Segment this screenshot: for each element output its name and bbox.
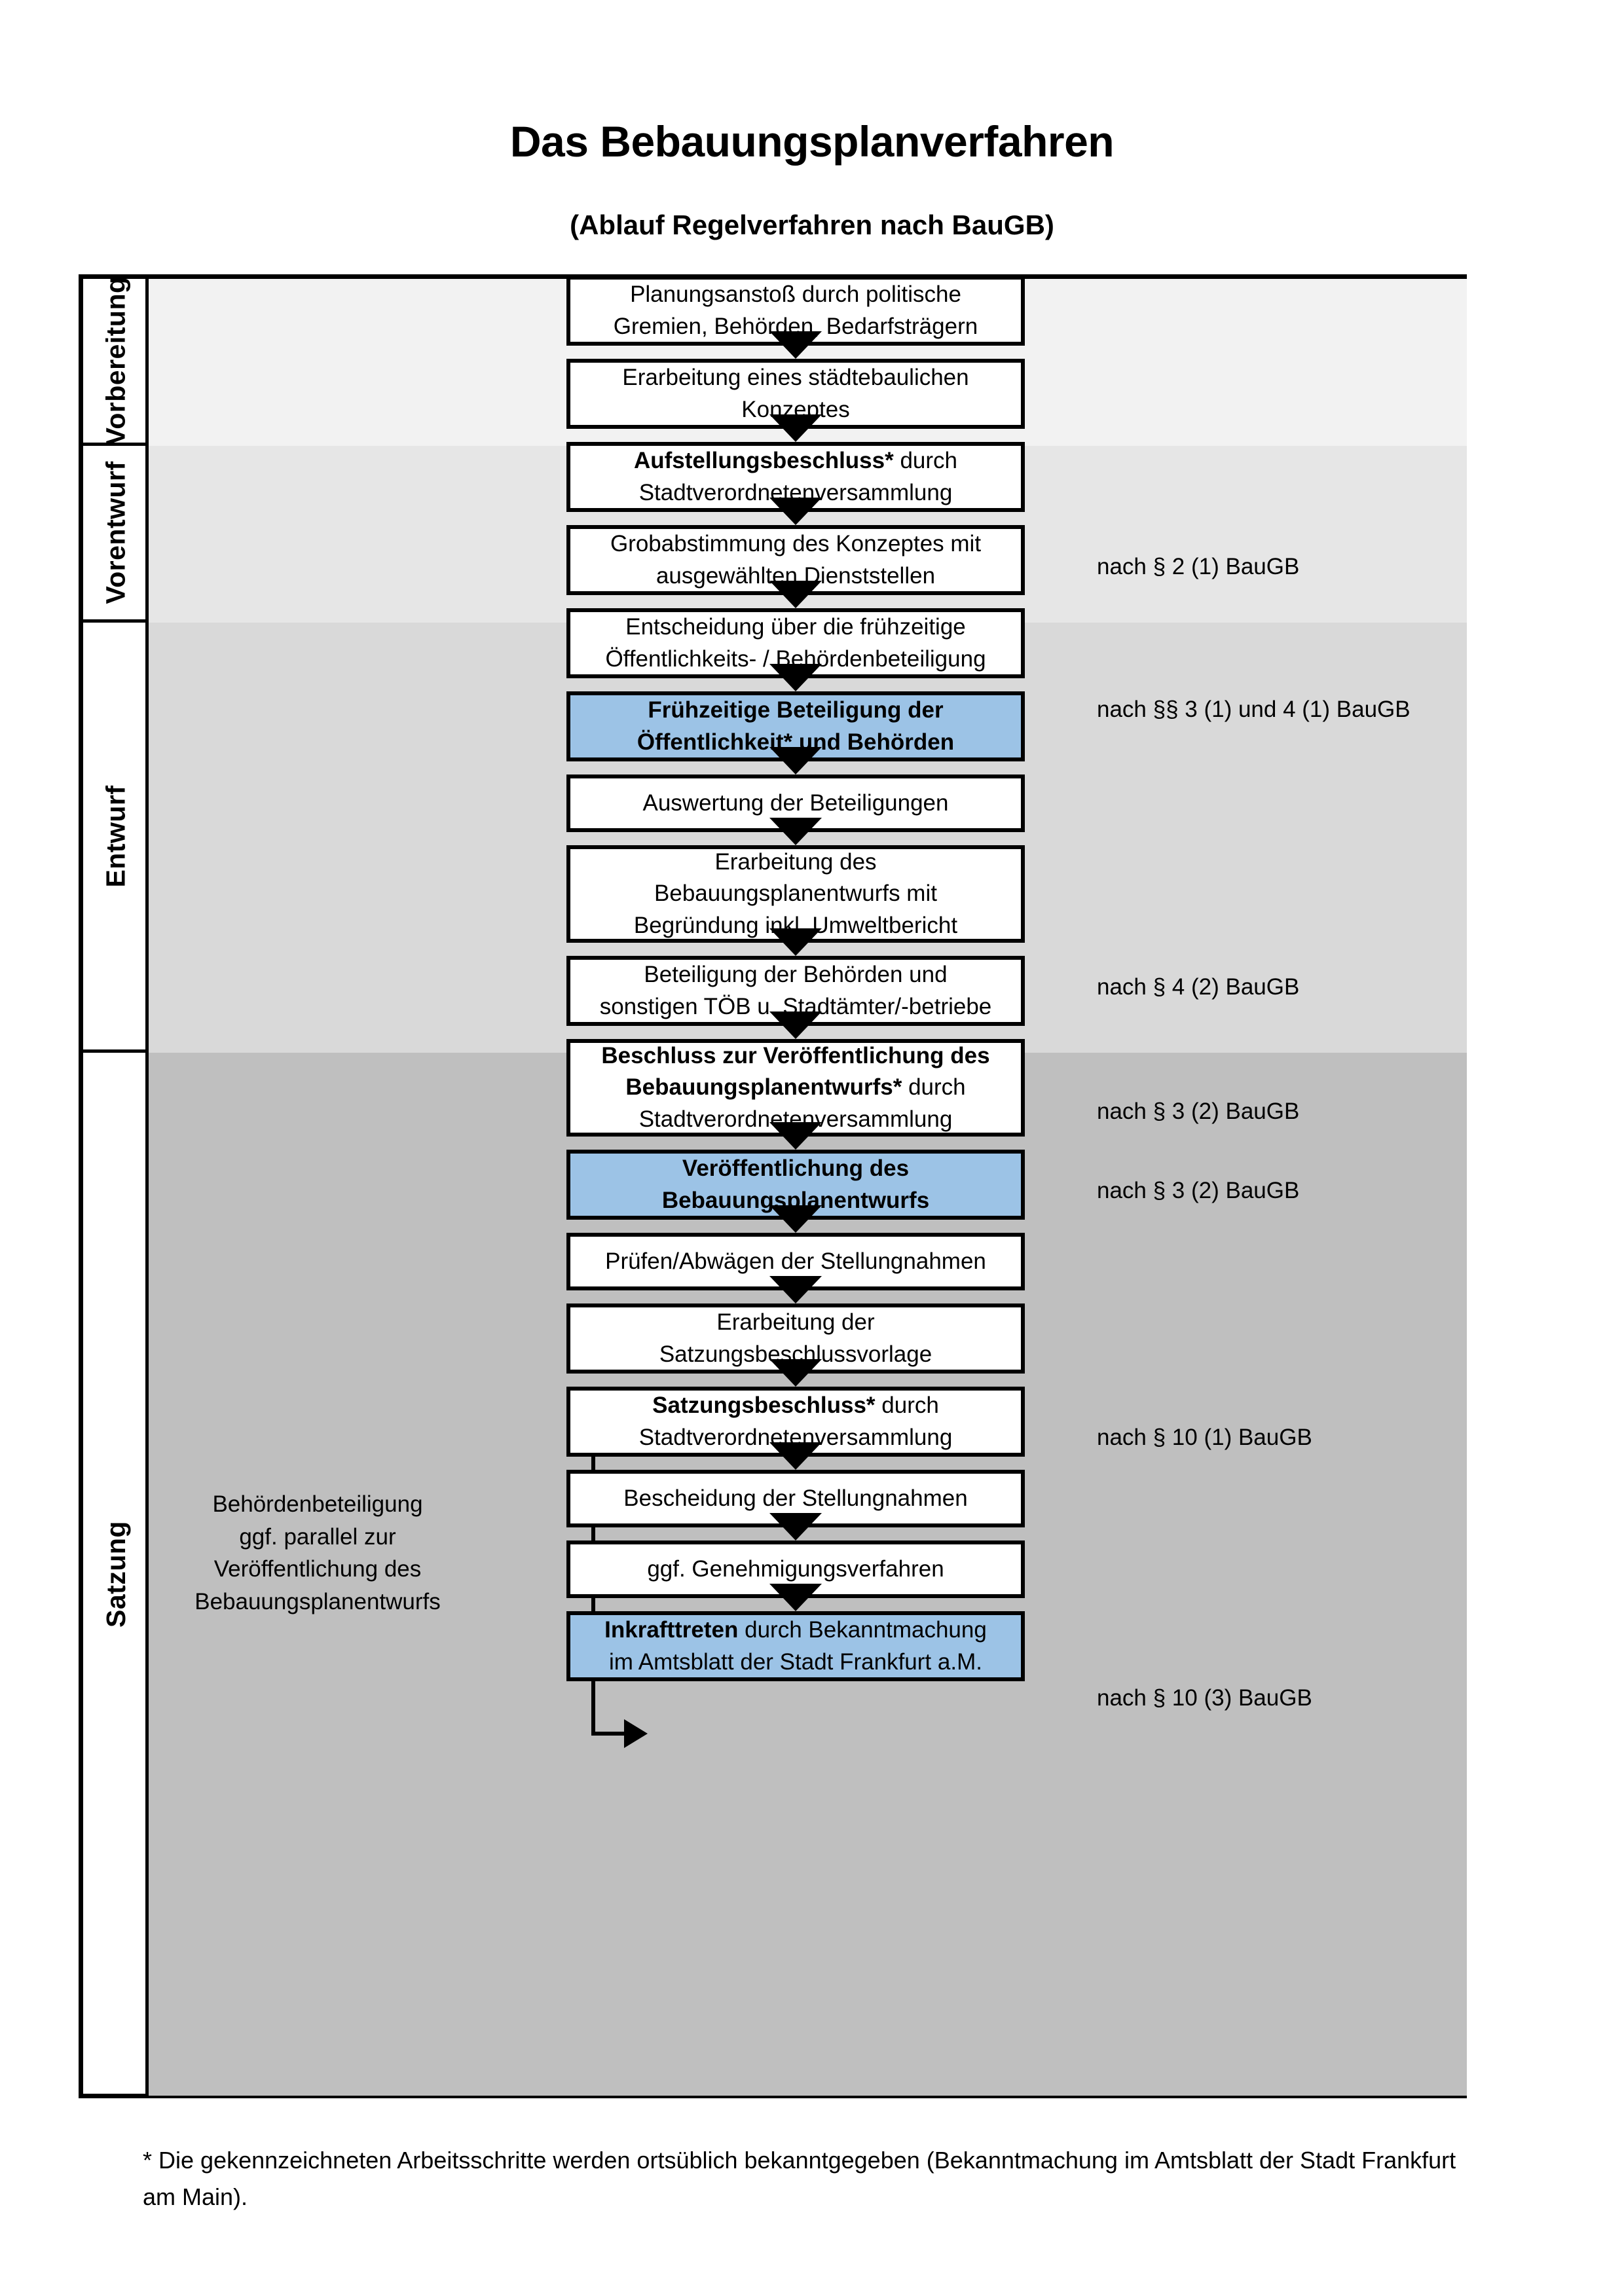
legal-reference-ref-3-2a: nach § 3 (2) BauGB [1097,1099,1300,1124]
process-box-text: Erarbeitung eines städtebaulichen [622,365,969,391]
process-box-text: Veröffentlichung des [682,1156,910,1182]
flowchart-frame: Vorbereitung Vorentwurf Entwurf Satzung … [79,274,1467,2098]
flow-arrow-down-icon [769,1359,822,1387]
legal-reference-ref-10-3: nach § 10 (3) BauGB [1097,1685,1312,1711]
phase-cell-entwurf: Entwurf [83,623,149,1053]
phase-cell-vorentwurf: Vorentwurf [83,446,149,623]
process-box-line: Satzungsbeschluss* durch [652,1390,939,1421]
process-box-text-suffix: durch [875,1393,939,1419]
feedback-connector-arrowhead-icon [624,1719,648,1748]
legal-reference-ref-4-2: nach § 4 (2) BauGB [1097,974,1300,1000]
side-annotation-line: Behördenbeteiligung [212,1491,423,1517]
flow-arrow-down-icon [769,414,822,442]
process-box-text: Beschluss zur Veröffentlichung des [601,1043,990,1069]
phase-column: Vorbereitung Vorentwurf Entwurf Satzung [83,276,149,2096]
process-box-text: Planungsanstoß durch politische [630,282,961,308]
side-annotation-line: Veröffentlichung des [213,1556,422,1582]
process-box-line: Auswertung der Beteiligungen [643,788,949,819]
legal-reference-ref-10-1: nach § 10 (1) BauGB [1097,1425,1312,1450]
flow-arrow-down-icon [769,1205,822,1233]
page-subtitle: (Ablauf Regelverfahren nach BauGB) [570,210,1054,240]
flow-arrow-down-icon [769,1276,822,1303]
process-box-text: Inkrafttreten [604,1617,739,1643]
process-box-text: Bescheidung der Stellungnahmen [623,1485,968,1511]
side-annotation-line: Bebauungsplanentwurfs [194,1589,441,1615]
process-box-inkrafttreten[interactable]: Inkrafttreten durch Bekanntmachung im Amt… [566,1611,1025,1681]
process-box-line: Frühzeitige Beteiligung der [648,695,943,726]
process-box-line: Grobabstimmung des Konzeptes mit [610,528,981,560]
page-title: Das Bebauungsplanverfahren [509,117,1115,166]
process-box-line: ggf. Genehmigungsverfahren [647,1554,944,1585]
process-box-line: Prüfen/Abwägen der Stellungnahmen [605,1246,986,1277]
phase-label-entwurf: Entwurf [100,784,131,888]
side-annotation-line: ggf. parallel zur [239,1523,396,1550]
process-box-line: Beschluss zur Veröffentlichung des [601,1040,989,1072]
flow-arrow-down-icon [769,664,822,691]
process-box-text: Erarbeitung des [714,849,877,875]
process-box-text: Entscheidung über die frühzeitige [625,614,966,640]
flow-arrow-down-icon [769,747,822,774]
process-box-text: Prüfen/Abwägen der Stellungnahmen [605,1248,986,1274]
phase-cell-satzung: Satzung [83,1053,149,2096]
legal-reference-ref-3-2b: nach § 3 (2) BauGB [1097,1178,1300,1203]
process-box-line: Bescheidung der Stellungnahmen [623,1483,967,1514]
process-box-line: Erarbeitung der [716,1307,874,1338]
flow-arrow-down-icon [769,1442,822,1470]
flow-arrow-down-icon [769,581,822,608]
process-box-text-suffix: durch [902,1074,966,1101]
process-box-line: Erarbeitung des [714,847,876,878]
process-box-line: Erarbeitung eines städtebaulichen [622,362,969,393]
legal-reference-ref-2-1: nach § 2 (1) BauGB [1097,554,1300,579]
flow-arrow-down-icon [769,331,822,359]
process-box-text-suffix: durch [893,448,958,474]
process-box-line: Planungsanstoß durch politische [630,279,961,310]
flow-arrow-down-icon [769,928,822,956]
flow-arrow-down-icon [769,1011,822,1039]
process-box-text: Erarbeitung der [716,1309,875,1336]
flow-arrow-down-icon [769,498,822,525]
process-box-line: Entscheidung über die frühzeitige [625,611,966,643]
phase-label-vorbereitung: Vorbereitung [100,276,131,446]
flow-arrow-down-icon [769,1584,822,1611]
process-box-line: Aufstellungsbeschluss* durch [634,445,957,477]
process-box-line: Veröffentlichung des [682,1153,909,1184]
process-box-line: Beteiligung der Behörden und [644,959,947,991]
process-box-text: Grobabstimmung des Konzeptes mit [610,531,982,557]
footnote: * Die gekennzeichneten Arbeitsschritte w… [143,2147,1456,2210]
process-box-line: Bebauungsplanentwurfs* durch [625,1072,965,1103]
flow-arrow-down-icon [769,818,822,845]
process-box-text: Satzungsbeschluss* [652,1393,876,1419]
process-box-text: ggf. Genehmigungsverfahren [647,1556,944,1582]
process-box-text: Bebauungsplanentwurfs mit [654,881,937,907]
process-box-line: im Amtsblatt der Stadt Frankfurt a.M. [609,1647,982,1678]
process-box-text: im Amtsblatt der Stadt Frankfurt a.M. [609,1649,982,1675]
flow-arrow-down-icon [769,1122,822,1150]
process-box-line: Bebauungsplanentwurfs mit [654,878,937,909]
process-box-text: Bebauungsplanentwurfs* [625,1074,902,1101]
process-box-text-suffix: durch Bekanntmachung [738,1617,987,1643]
phase-cell-vorbereitung: Vorbereitung [83,276,149,446]
phase-label-vorentwurf: Vorentwurf [100,461,131,604]
phase-label-satzung: Satzung [100,1521,131,1628]
process-box-text: Auswertung der Beteiligungen [642,790,949,816]
feedback-connector-bottom-segment [591,1732,625,1736]
process-box-line: Inkrafttreten durch Bekanntmachung [604,1614,987,1646]
process-box-text: Aufstellungsbeschluss* [633,448,894,474]
flow-arrow-down-icon [769,1513,822,1540]
process-box-text: Frühzeitige Beteiligung der [648,697,944,723]
process-box-text: Beteiligung der Behörden und [644,962,948,988]
legal-reference-ref-3-1-4-1: nach §§ 3 (1) und 4 (1) BauGB [1097,697,1411,722]
